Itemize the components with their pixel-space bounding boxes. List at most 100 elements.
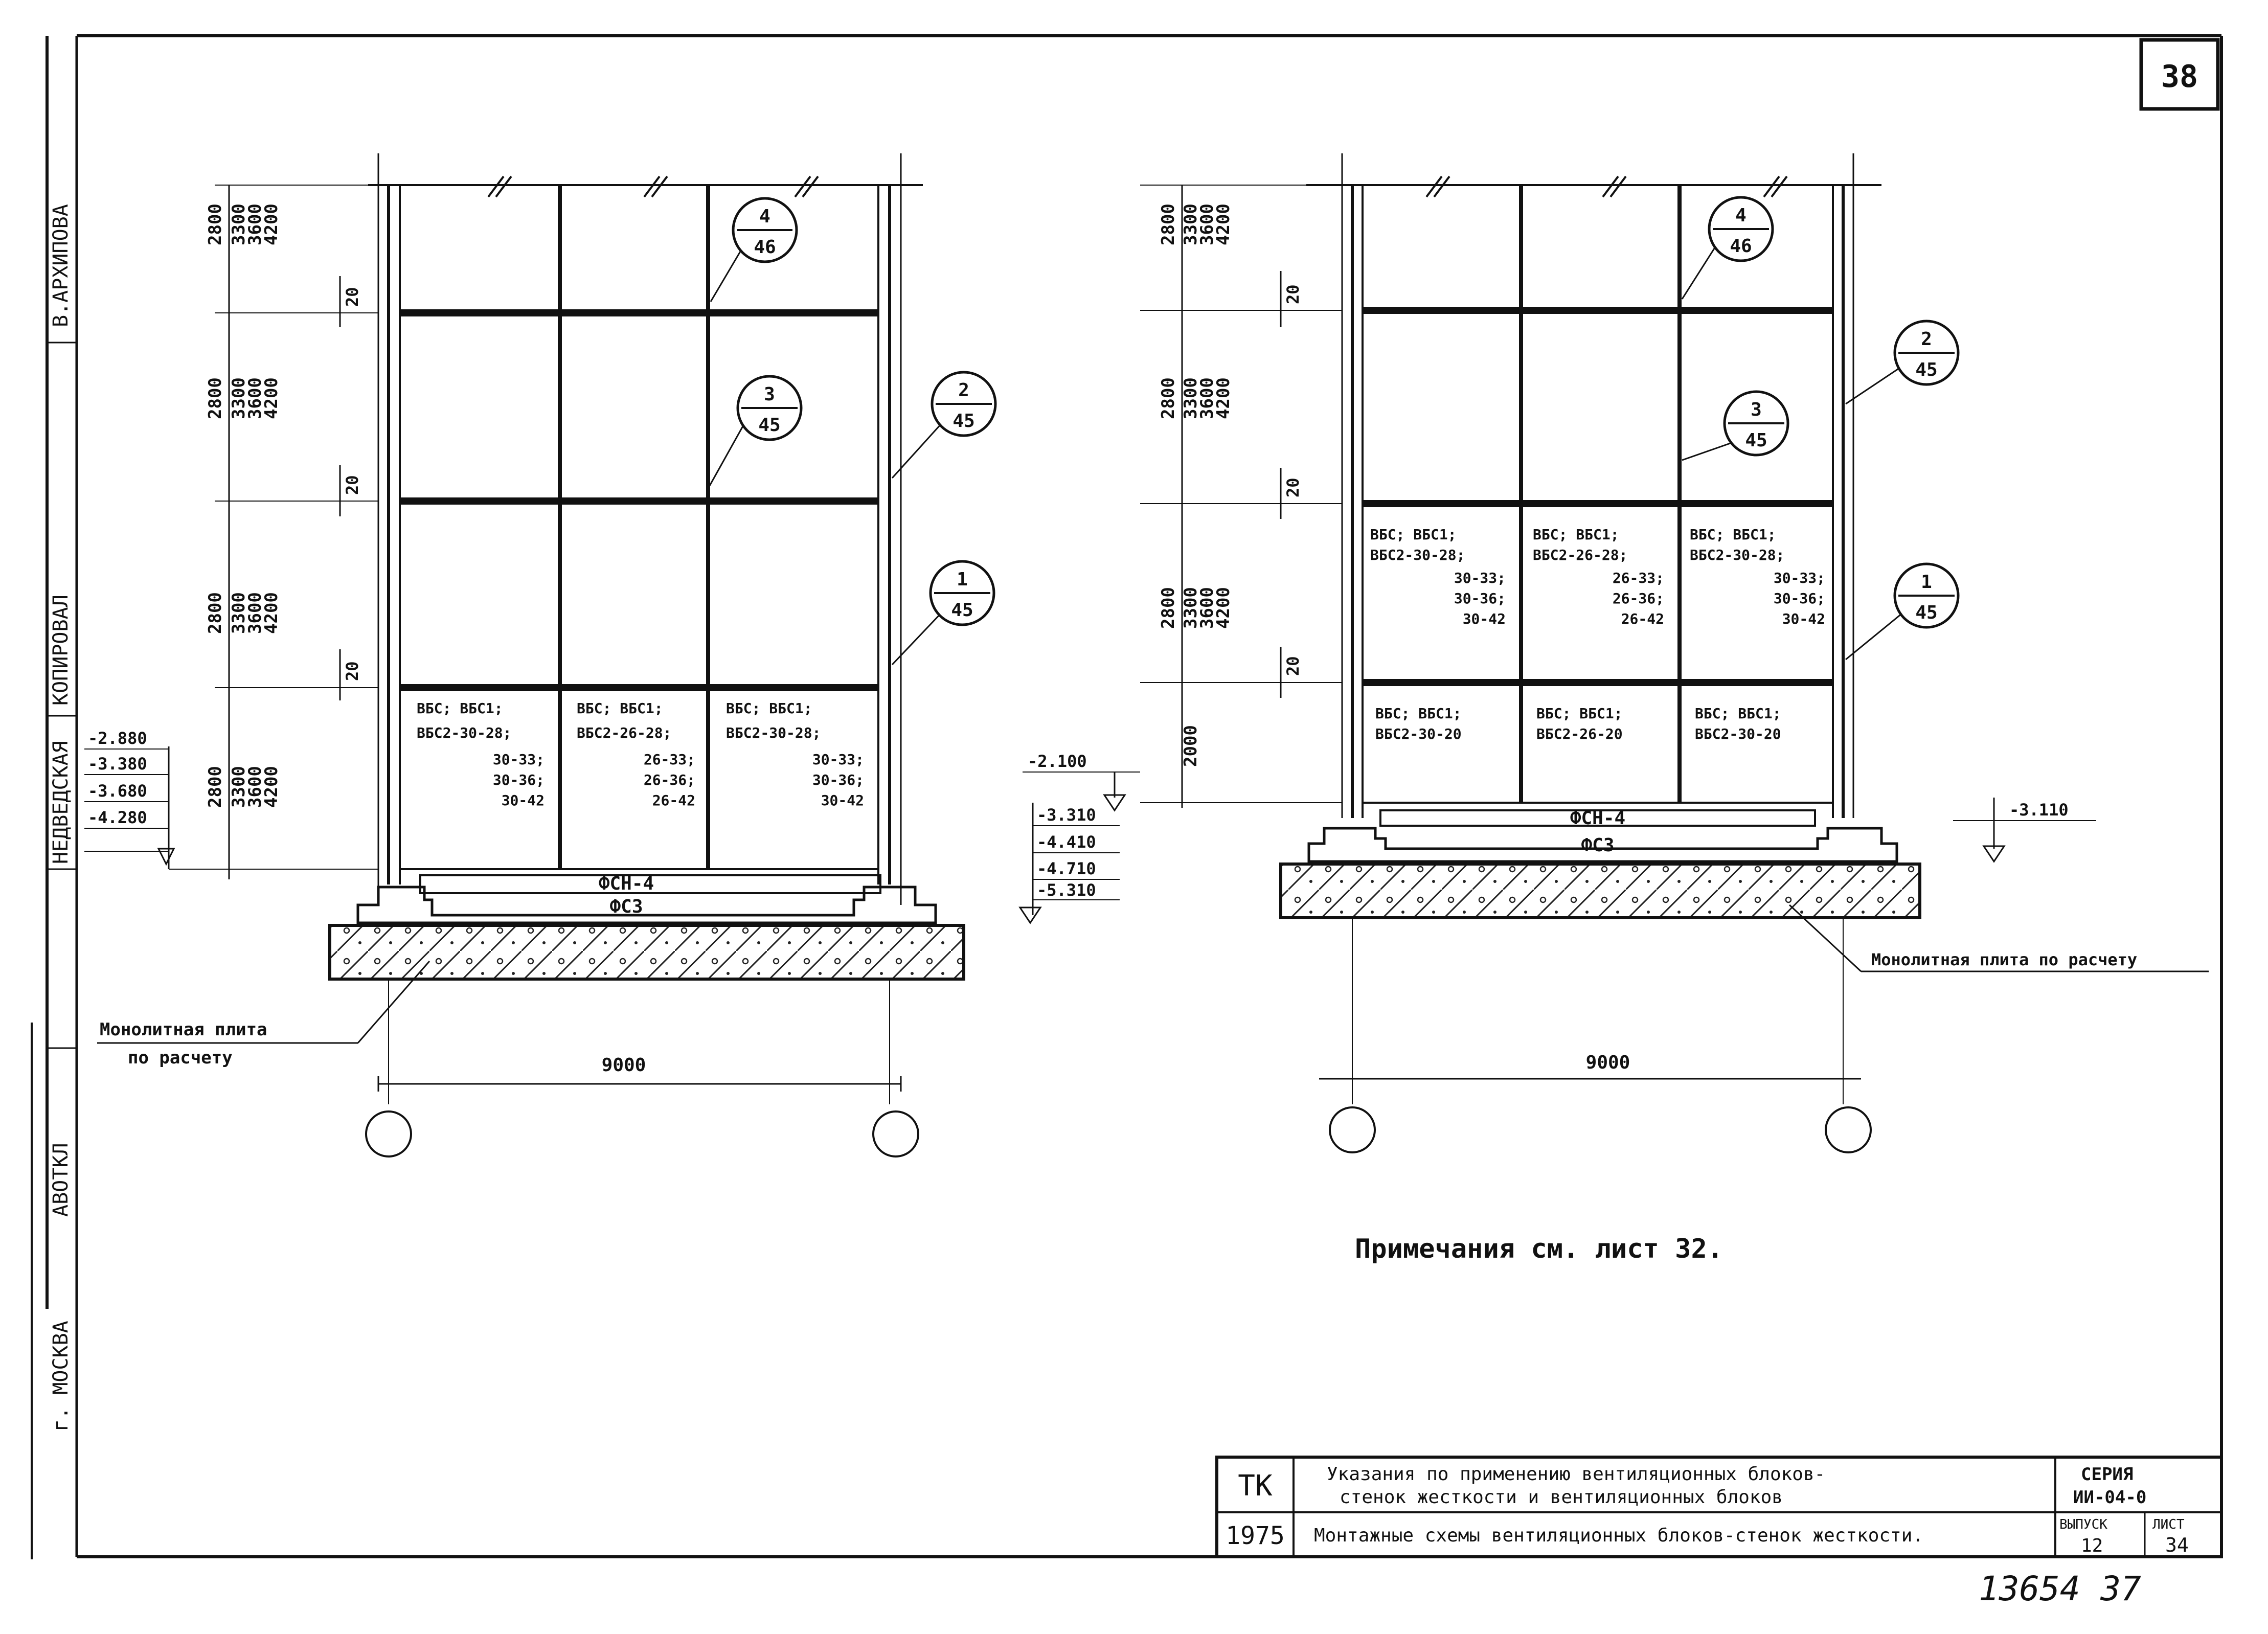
svg-text:ВБС; ВБС1;: ВБС; ВБС1; <box>417 700 503 717</box>
series-value: ИИ-04-0 <box>2073 1487 2146 1508</box>
svg-text:30-33;: 30-33; <box>1774 570 1825 586</box>
svg-text:30-42: 30-42 <box>502 792 545 809</box>
series-label: СЕРИЯ <box>2081 1464 2133 1485</box>
svg-text:1: 1 <box>1921 572 1932 593</box>
svg-text:26-33;: 26-33; <box>644 751 695 768</box>
left-joint-3: 20 <box>343 661 362 681</box>
svg-text:30-42: 30-42 <box>1463 610 1506 627</box>
svg-text:2800: 2800 <box>1158 587 1178 629</box>
left-block-label-2: ВБС; ВБС1; ВБС2-26-28; 26-33; 26-36; 26-… <box>577 700 695 809</box>
svg-text:2000: 2000 <box>1181 725 1201 767</box>
svg-text:ВБС2-30-28;: ВБС2-30-28; <box>417 724 511 741</box>
svg-text:2800: 2800 <box>205 766 225 808</box>
right-span: 9000 <box>1586 1052 1630 1073</box>
svg-text:45: 45 <box>1915 359 1937 380</box>
stamp-label-5: г. МОСКВА <box>49 1321 73 1432</box>
left-floor-3-heights: 2800 3300 3600 4200 <box>205 592 282 634</box>
svg-text:3300: 3300 <box>1181 377 1201 419</box>
svg-text:ВБС2-30-28;: ВБС2-30-28; <box>726 724 821 741</box>
left-elevation: ФСН-4 ФС3 Монолитная плита по расчету 90… <box>84 153 997 1158</box>
svg-text:26-42: 26-42 <box>1621 610 1664 627</box>
footer-number: 13654 37 <box>1979 1569 2141 1608</box>
svg-text:46: 46 <box>1730 236 1752 257</box>
left-span: 9000 <box>602 1055 646 1076</box>
right-joint-2: 20 <box>1283 478 1303 497</box>
svg-text:ВБС2-30-28;: ВБС2-30-28; <box>1370 547 1465 563</box>
svg-text:ВБС2-26-20: ВБС2-26-20 <box>1536 725 1623 742</box>
middle-level-marks: -2.100 -3.310 -4.410 -4.710 -5.310 <box>1018 752 1140 924</box>
svg-text:45: 45 <box>1745 430 1767 451</box>
right-block-label-upper-2: ВБС; ВБС1; ВБС2-26-28; 26-33; 26-36; 26-… <box>1533 526 1664 627</box>
right-callout-1: 1 45 <box>1845 562 1960 661</box>
title-org: ТК <box>1238 1469 1273 1503</box>
sheet-value: 34 <box>2165 1534 2189 1556</box>
svg-text:26-36;: 26-36; <box>1613 590 1664 607</box>
svg-text:30-33;: 30-33; <box>493 751 545 768</box>
svg-text:4200: 4200 <box>261 203 282 245</box>
svg-text:ВБС; ВБС1;: ВБС; ВБС1; <box>1695 705 1781 722</box>
svg-text:2800: 2800 <box>1158 377 1178 419</box>
svg-text:-5.310: -5.310 <box>1037 880 1096 900</box>
sheet-note: Примечания см. лист 32. <box>1355 1234 1723 1264</box>
svg-text:3300: 3300 <box>229 203 249 245</box>
title-subtitle: Монтажные схемы вентиляционных блоков-ст… <box>1314 1525 1923 1546</box>
svg-text:1: 1 <box>957 569 968 590</box>
left-floor-4-heights: 2800 3300 3600 4200 <box>205 766 282 808</box>
svg-text:3600: 3600 <box>1197 203 1217 245</box>
svg-text:3600: 3600 <box>245 592 265 634</box>
sheet-label: ЛИСТ <box>2152 1517 2185 1532</box>
svg-text:3300: 3300 <box>229 592 249 634</box>
right-floor-2-heights: 2800 3300 3600 4200 <box>1158 377 1234 419</box>
right-block-label-upper-3: ВБС; ВБС1; ВБС2-30-28; 30-33; 30-36; 30-… <box>1690 526 1825 627</box>
svg-text:ВБС; ВБС1;: ВБС; ВБС1; <box>1370 526 1457 543</box>
right-block-label-upper-1: ВБС; ВБС1; ВБС2-30-28; 30-33; 30-36; 30-… <box>1370 526 1506 627</box>
issue-value: 12 <box>2081 1535 2103 1556</box>
right-block-label-lower-3: ВБС; ВБС1; ВБС2-30-20 <box>1695 705 1781 742</box>
left-slab <box>328 924 965 981</box>
svg-text:ВБС; ВБС1;: ВБС; ВБС1; <box>726 700 812 717</box>
svg-text:3600: 3600 <box>1197 377 1217 419</box>
right-floor-1-heights: 2800 3300 3600 4200 <box>1158 203 1234 245</box>
svg-text:-3.310: -3.310 <box>1037 805 1096 825</box>
svg-text:30-33;: 30-33; <box>1454 570 1506 586</box>
right-foundation-upper: ФСН-4 <box>1570 808 1625 829</box>
svg-text:ВБС; ВБС1;: ВБС; ВБС1; <box>1533 526 1619 543</box>
right-joint-3: 20 <box>1283 656 1303 676</box>
svg-text:-2.880: -2.880 <box>88 729 147 748</box>
svg-text:-2.100: -2.100 <box>1028 752 1087 771</box>
svg-text:45: 45 <box>758 415 780 436</box>
sheet-number: 38 <box>2161 59 2198 95</box>
svg-text:-4.710: -4.710 <box>1037 859 1096 878</box>
svg-text:45: 45 <box>952 411 974 432</box>
left-foundation-lower: ФС3 <box>609 896 643 917</box>
svg-text:2800: 2800 <box>1158 203 1178 245</box>
svg-text:ВБС; ВБС1;: ВБС; ВБС1; <box>1690 526 1776 543</box>
svg-text:30-42: 30-42 <box>1782 610 1825 627</box>
svg-text:3: 3 <box>1751 399 1762 420</box>
stamp-label-1: В.АРХИПОВА <box>49 204 73 327</box>
left-callout-2: 2 45 <box>891 371 997 479</box>
svg-text:2: 2 <box>958 380 969 401</box>
stamp-label-2: КОПИРОВАЛ <box>49 595 73 706</box>
left-slab-note-2: по расчету <box>128 1048 233 1068</box>
stamp-label-3: НЕДВЕДСКАЯ <box>49 741 73 864</box>
svg-text:3300: 3300 <box>1181 587 1201 629</box>
svg-text:3600: 3600 <box>1197 587 1217 629</box>
svg-text:4: 4 <box>759 206 770 227</box>
svg-text:30-36;: 30-36; <box>1454 590 1506 607</box>
svg-text:ВБС2-30-28;: ВБС2-30-28; <box>1690 547 1784 563</box>
svg-text:30-36;: 30-36; <box>1774 590 1825 607</box>
svg-text:2: 2 <box>1921 329 1932 350</box>
svg-text:ВБС2-30-20: ВБС2-30-20 <box>1375 725 1462 742</box>
svg-text:4200: 4200 <box>1213 203 1234 245</box>
right-elevation: ФСН-4 ФС3 Монолитная плита по расчету -3… <box>1140 153 2209 1153</box>
right-callout-4: 4 46 <box>1681 196 1774 300</box>
svg-text:-3.680: -3.680 <box>88 781 147 801</box>
left-joint-2: 20 <box>343 475 362 495</box>
left-level-marks: -2.880 -3.380 -3.680 -4.280 <box>84 729 175 869</box>
right-axis-bubble-a <box>1329 1106 1376 1153</box>
svg-text:26-42: 26-42 <box>652 792 695 809</box>
svg-text:4200: 4200 <box>1213 587 1234 629</box>
svg-text:4200: 4200 <box>261 766 282 808</box>
